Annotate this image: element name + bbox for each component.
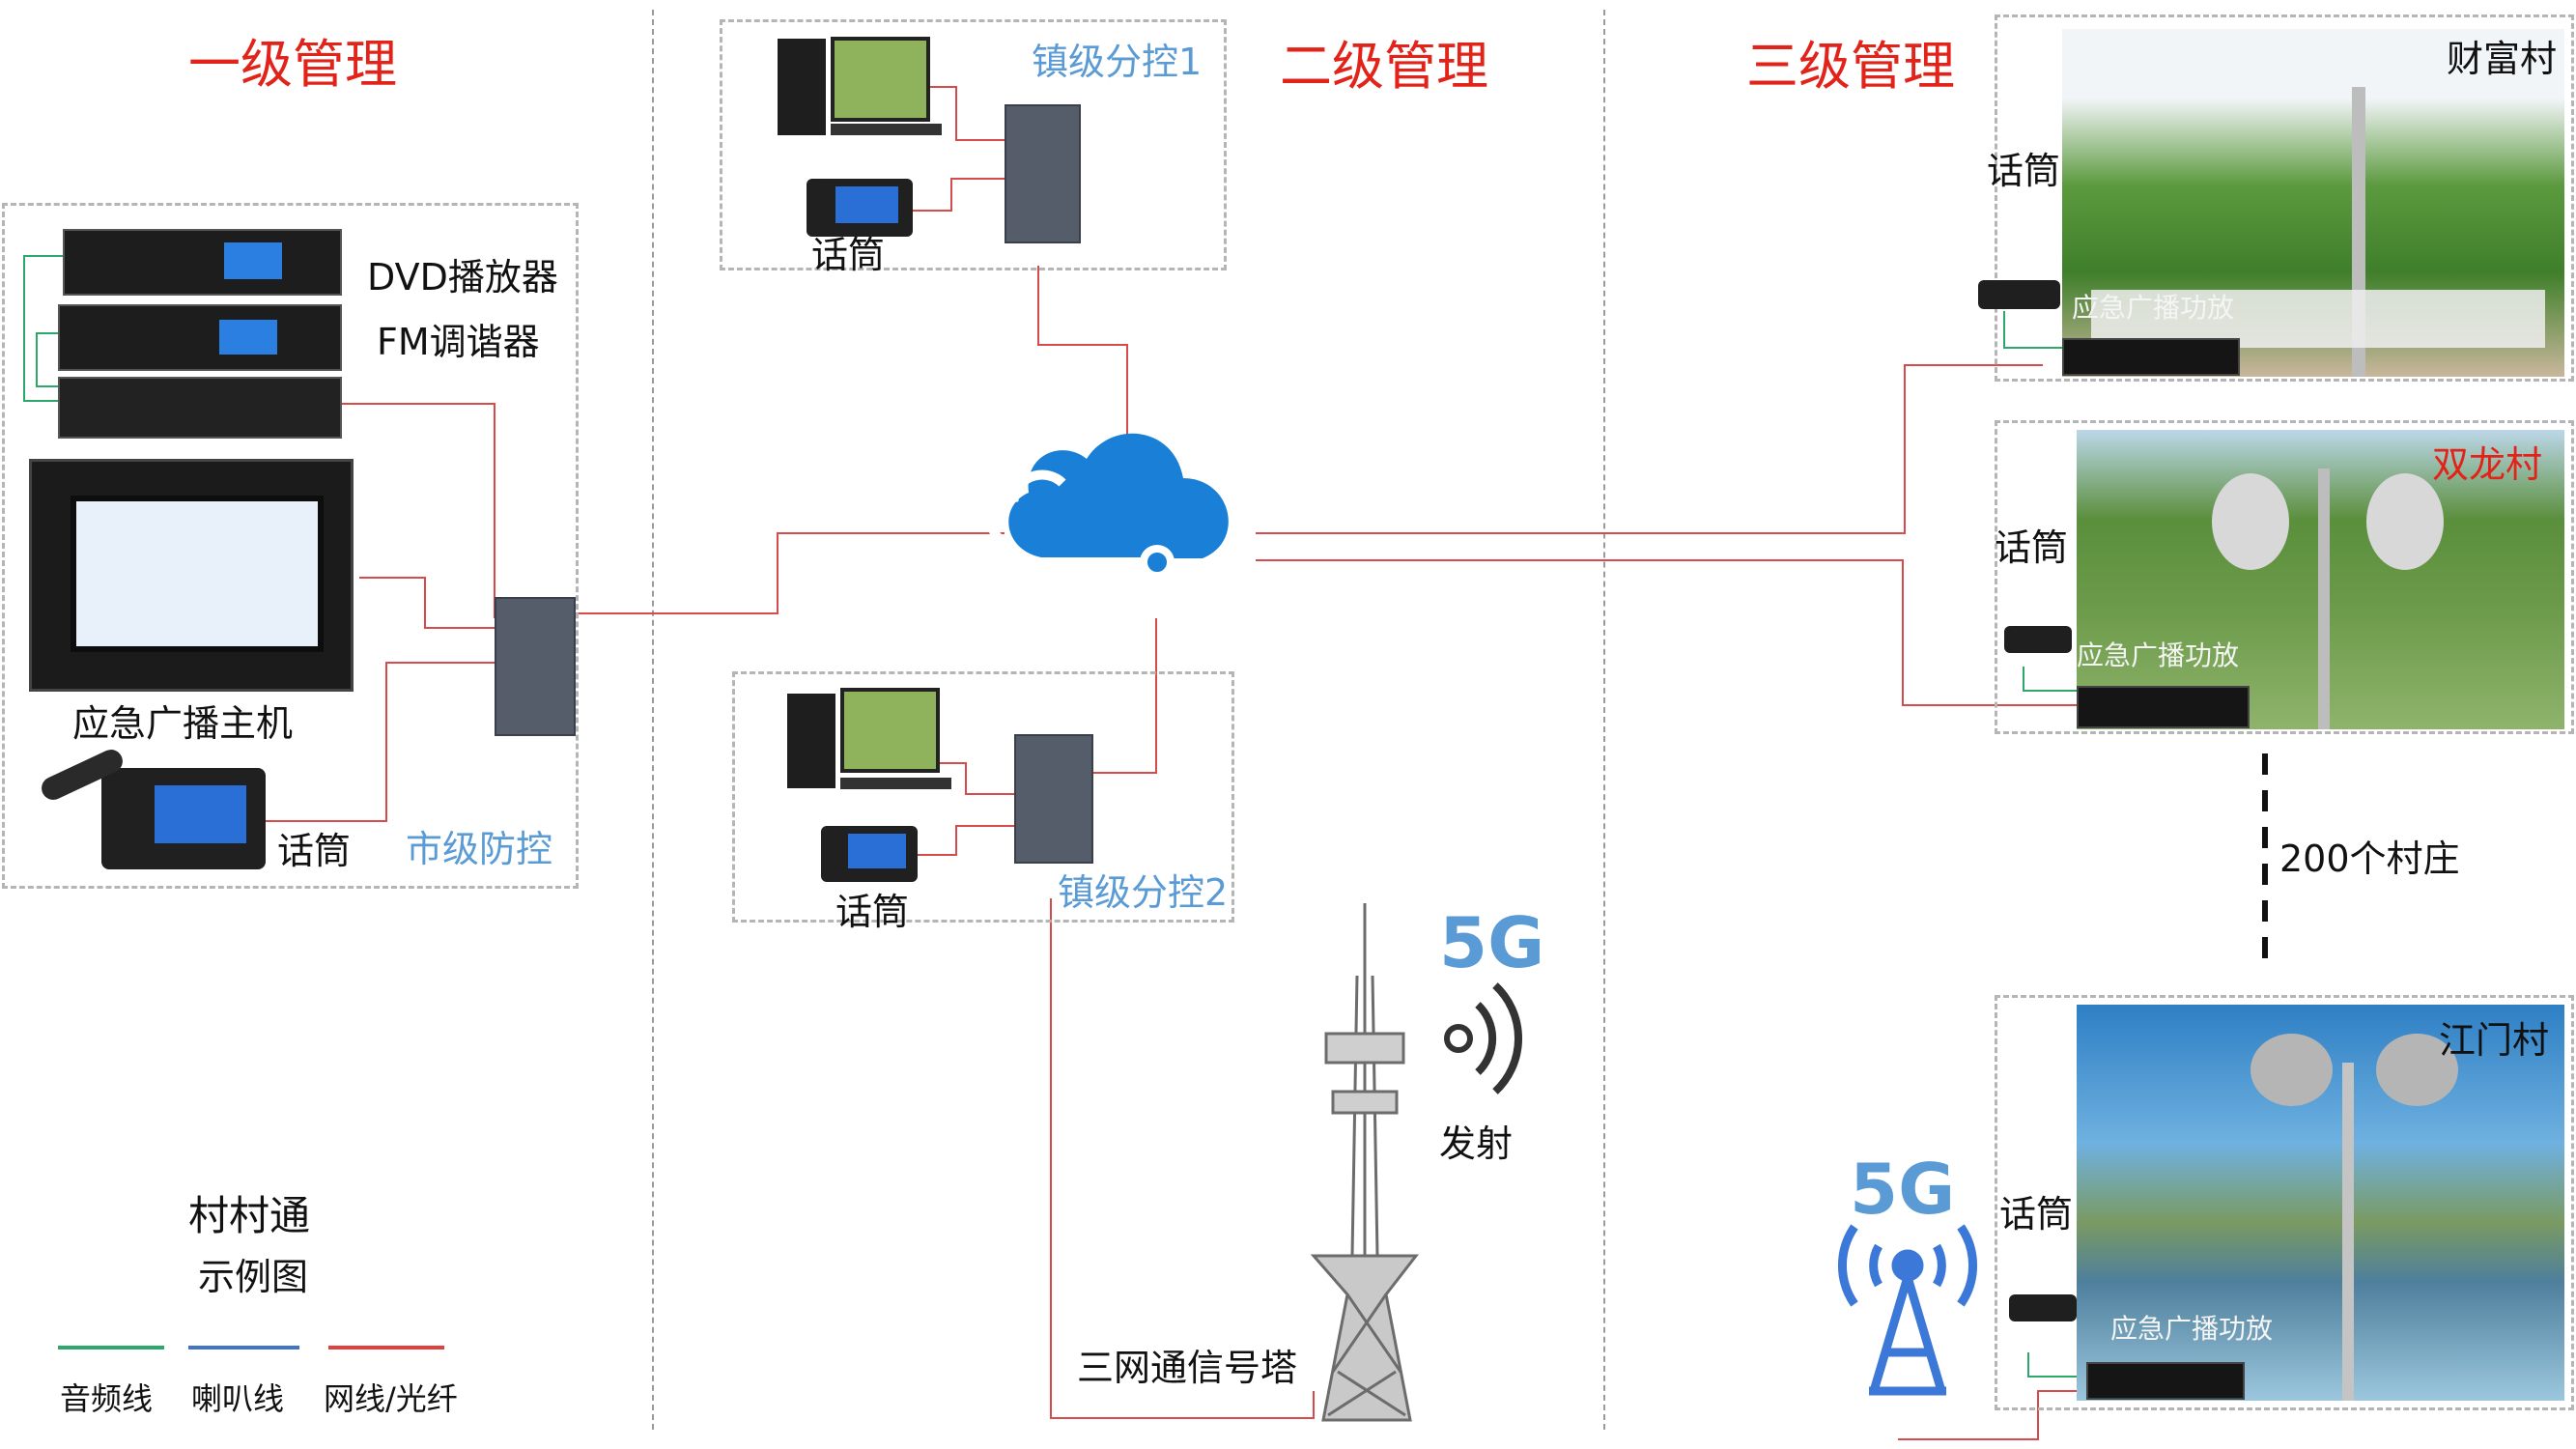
caifu-name: 财富村	[2447, 38, 2558, 80]
level1-title: 一级管理	[188, 34, 397, 95]
amplifier-device	[58, 377, 342, 439]
jiangmen-amp-device	[2086, 1362, 2245, 1400]
net-line-town1-cloud	[1037, 266, 1128, 452]
town1-switch-device	[1005, 104, 1081, 243]
net-line-host-switch	[359, 577, 495, 629]
net-line-town2-pc	[932, 762, 1014, 795]
city-mic-console	[101, 768, 266, 869]
legend-network-label: 网线/光纤	[324, 1380, 458, 1417]
town2-keyboard	[840, 778, 951, 789]
shuanglong-village-box	[1995, 420, 2574, 734]
jiangmen-village-box	[1995, 995, 2574, 1410]
net-line-cloud-town2	[1072, 618, 1157, 774]
town2-label: 镇级分控2	[1058, 871, 1229, 914]
shuanglong-mic-label: 话筒	[1995, 526, 2069, 569]
fm-tuner-device	[58, 304, 342, 371]
net-line-mic-switch	[253, 662, 495, 822]
town2-mic-console	[821, 826, 918, 882]
shuanglong-amp-label: 应急广播功放	[2077, 639, 2240, 671]
level-separator-1	[652, 10, 654, 1430]
level-separator-2	[1603, 10, 1605, 1430]
net-line-city-switch-cloud	[572, 532, 1005, 614]
town1-mic-console	[807, 179, 913, 237]
jiangmen-name: 江门村	[2439, 1019, 2550, 1062]
town1-monitor	[831, 37, 930, 122]
caifu-village-box	[1995, 14, 2574, 382]
city-area-label: 市级防控	[406, 828, 553, 870]
caifu-amp-label: 应急广播功放	[2072, 292, 2235, 324]
legend-title: 村村通	[188, 1192, 311, 1239]
host-label: 应急广播主机	[72, 702, 294, 745]
city-switch-device	[495, 597, 576, 736]
town1-label: 镇级分控1	[1032, 41, 1203, 83]
legend-speaker-label: 喇叭线	[191, 1380, 285, 1417]
caifu-mic-icon	[1978, 280, 2060, 309]
town2-monitor	[840, 688, 940, 773]
signal-tower-icon	[1310, 903, 1420, 1422]
emit-label: 发射	[1439, 1122, 1514, 1165]
fm-label: FM调谐器	[377, 321, 540, 363]
fiveg-antenna-icon	[1838, 1224, 1977, 1396]
legend-subtitle: 示例图	[198, 1256, 309, 1298]
net-line-cloud-shuanglong	[1256, 559, 2077, 706]
jiangmen-amp-label: 应急广播功放	[2110, 1313, 2274, 1345]
tower-fiveg-label: 5G	[1439, 902, 1545, 983]
net-line-town1-mic	[908, 178, 1005, 212]
caifu-mic-label: 话筒	[1987, 150, 2061, 192]
shuanglong-name: 双龙村	[2432, 443, 2543, 486]
level2-title: 二级管理	[1280, 36, 1488, 97]
shuanglong-mic-icon	[2004, 626, 2072, 653]
net-line-cloud-caifu	[1256, 364, 2043, 534]
jiangmen-mic-icon	[2009, 1294, 2077, 1321]
town1-pc-tower	[778, 39, 826, 135]
emit-signal-icon	[1444, 982, 1523, 1094]
legend-audio-label: 音频线	[60, 1380, 154, 1417]
jiangmen-mic-label: 话筒	[1999, 1193, 2074, 1236]
village-fiveg-label: 5G	[1850, 1149, 1956, 1230]
audio-line-city-2	[36, 332, 63, 387]
dvd-player-device	[63, 229, 342, 296]
village-count-label: 200个村庄	[2279, 838, 2460, 880]
town1-mic-label: 话筒	[811, 234, 886, 276]
city-control-box	[2, 203, 579, 889]
tower-label: 三网通信号塔	[1077, 1347, 1298, 1389]
audio-line-shuanglong	[2023, 667, 2077, 692]
audio-line-jiangmen	[2027, 1352, 2086, 1378]
town1-keyboard	[831, 124, 942, 135]
dvd-label: DVD播放器	[367, 256, 558, 298]
caifu-village-photo	[2062, 29, 2564, 377]
jiangmen-village-photo	[2077, 1005, 2564, 1401]
town2-box	[732, 671, 1234, 923]
town1-box	[720, 19, 1227, 270]
net-line-town1-pc	[922, 86, 1005, 141]
shuanglong-village-photo	[2077, 430, 2564, 729]
town2-pc-tower	[787, 694, 835, 788]
audio-line-caifu	[2003, 311, 2062, 349]
cloud-icon	[986, 433, 1229, 580]
broadcast-host-device	[29, 459, 354, 692]
net-line-jiangmen	[1898, 1390, 2086, 1440]
net-line-town2-tower	[1050, 898, 1315, 1419]
shuanglong-amp-device	[2077, 686, 2250, 728]
net-line-town2-mic	[918, 825, 1014, 856]
level3-title: 三级管理	[1746, 36, 1955, 97]
net-line-player-switch	[338, 403, 495, 618]
city-mic-label: 话筒	[277, 830, 352, 872]
town2-switch-device	[1014, 734, 1093, 864]
audio-line-city	[23, 255, 63, 402]
town2-mic-label: 话筒	[835, 891, 910, 933]
caifu-amp-device	[2062, 338, 2240, 376]
